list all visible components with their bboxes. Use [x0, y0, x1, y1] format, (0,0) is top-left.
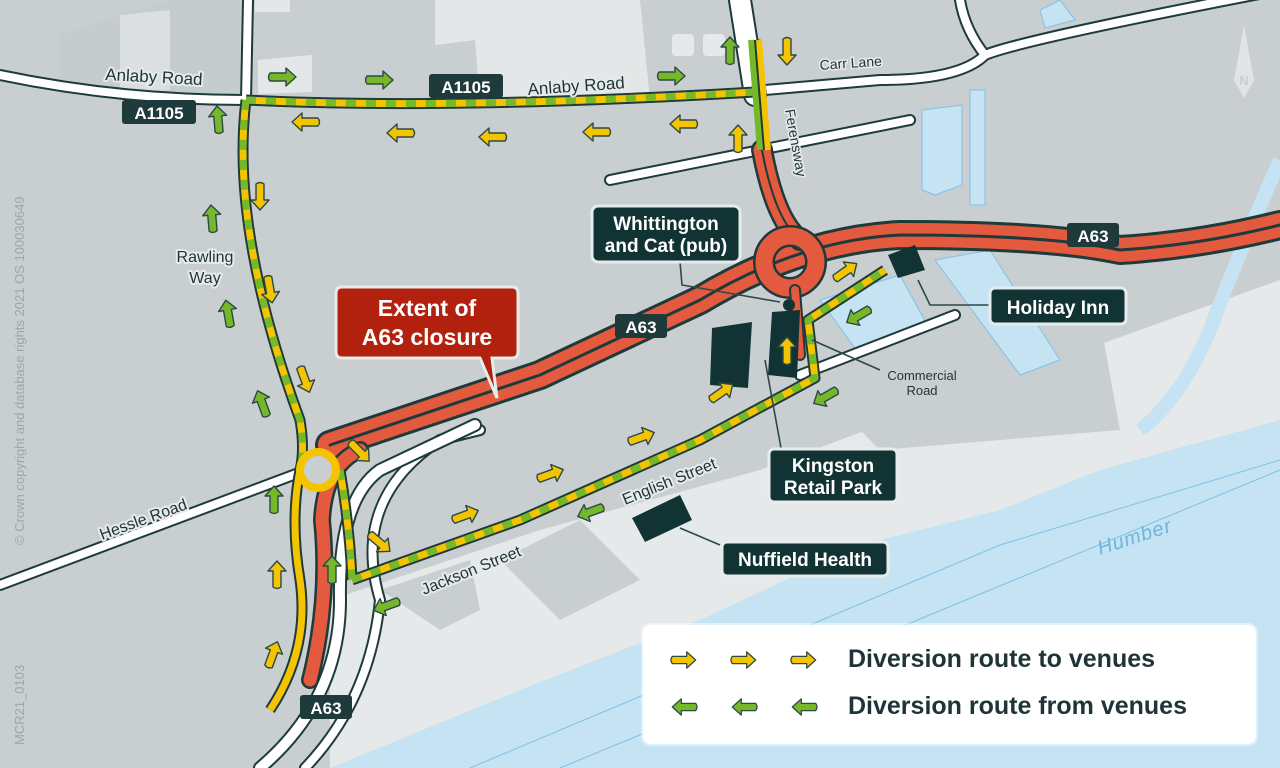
venue-label-whittington[interactable]: Whittington and Cat (pub) — [590, 204, 742, 264]
road-label-carr-lane: Carr Lane — [819, 53, 882, 73]
svg-text:Holiday Inn: Holiday Inn — [1007, 298, 1109, 319]
svg-text:and Cat (pub): and Cat (pub) — [605, 236, 727, 257]
svg-text:A1105: A1105 — [441, 78, 490, 97]
copyright-notice: © Crown copyright and database rights 20… — [12, 196, 27, 545]
svg-text:A63: A63 — [1077, 227, 1108, 246]
venue-label-nuffield-health[interactable]: Nuffield Health — [720, 540, 890, 578]
legend: Diversion route to venues Diversion rout… — [643, 625, 1256, 744]
svg-text:A1105: A1105 — [134, 104, 183, 123]
legend-label: Diversion route to venues — [848, 645, 1156, 673]
bus-icon — [672, 34, 725, 56]
north-arrow-icon: N — [1234, 25, 1254, 98]
svg-text:Retail Park: Retail Park — [784, 478, 883, 499]
road-label-anlaby-west: Anlaby Road — [105, 65, 203, 89]
legend-item-to-venues: Diversion route to venues — [667, 645, 1155, 674]
venue-label-holiday-inn[interactable]: Holiday Inn — [988, 286, 1128, 326]
legend-item-from-venues: Diversion route from venues — [667, 692, 1187, 721]
road-shield-a63-south: A63 — [300, 695, 352, 719]
closure-callout: Extent of A63 closure — [334, 285, 520, 399]
arrow-right-yellow-icon — [730, 650, 757, 669]
venue-label-kingston-retail-park[interactable]: Kingston Retail Park — [767, 447, 899, 504]
arrow-left-green-icon — [671, 697, 698, 716]
road-shield-a63-center: A63 — [615, 314, 667, 338]
arrow-right-yellow-icon — [790, 650, 817, 669]
svg-text:N: N — [1239, 73, 1248, 88]
svg-text:Kingston: Kingston — [792, 456, 874, 477]
map-reference: MCR21_0103 — [12, 664, 27, 745]
arrow-left-green-icon — [791, 697, 818, 716]
svg-text:Nuffield Health: Nuffield Health — [738, 550, 872, 571]
road-shield-a1105-mid: A1105 — [429, 74, 503, 98]
arrow-right-yellow-icon — [670, 650, 697, 669]
svg-text:Whittington: Whittington — [613, 214, 719, 235]
svg-text:A63 closure: A63 closure — [362, 324, 492, 350]
road-shield-a63-east: A63 — [1067, 223, 1119, 247]
svg-text:Extent of: Extent of — [378, 295, 477, 321]
arrow-left-green-icon — [731, 697, 758, 716]
svg-text:A63: A63 — [625, 318, 656, 337]
road-shield-a1105-west: A1105 — [122, 100, 196, 124]
legend-label: Diversion route from venues — [848, 692, 1187, 720]
svg-text:A63: A63 — [310, 699, 341, 718]
